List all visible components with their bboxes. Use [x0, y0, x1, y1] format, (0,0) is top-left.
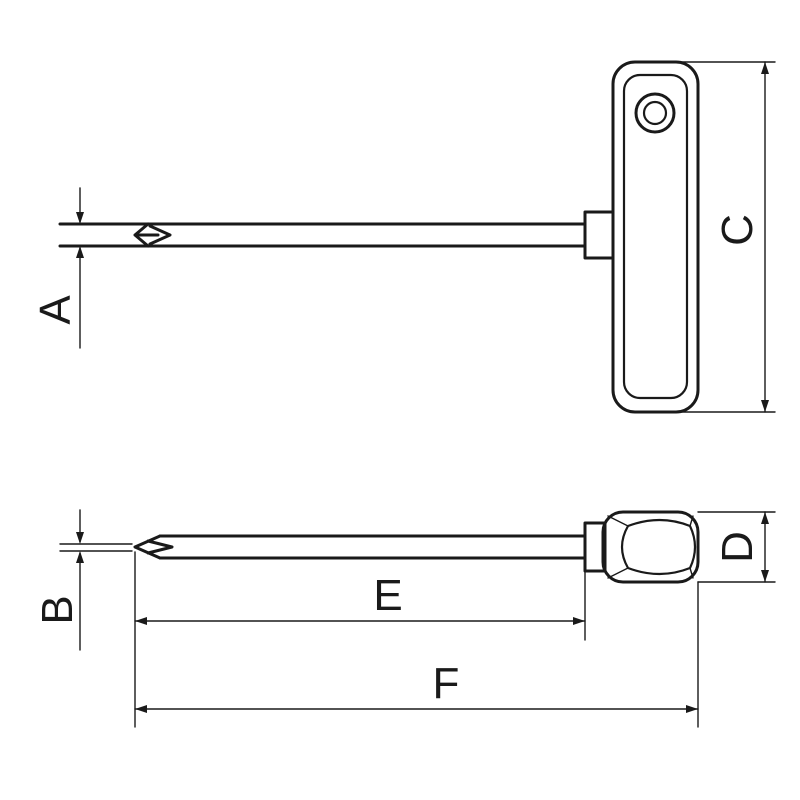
dim-a-arrow-upper: [76, 212, 84, 224]
top-view: A C: [31, 60, 776, 414]
side-handle-inner: [620, 518, 697, 576]
dim-b-arrow-lower: [76, 551, 84, 563]
dim-c-label: C: [713, 214, 762, 246]
dim-b-label: B: [33, 595, 82, 624]
top-tip: [133, 222, 172, 248]
dim-e-arrow-right: [573, 617, 585, 625]
dim-d-arrow-top: [761, 512, 769, 524]
side-view: B D E F: [33, 509, 776, 728]
dim-b-arrow-upper: [76, 532, 84, 544]
dim-c-arrow-bottom: [761, 400, 769, 412]
dim-f-arrow-left: [135, 705, 147, 713]
side-handle-corner-bl: [607, 567, 629, 579]
top-ferrule: [583, 210, 615, 260]
dim-e-label: E: [373, 571, 402, 620]
dim-e-arrow-left: [135, 617, 147, 625]
dim-c-arrow-top: [761, 62, 769, 74]
dim-f-arrow-right: [686, 705, 698, 713]
dim-a-label: A: [31, 295, 80, 325]
dim-d-label: D: [713, 531, 762, 563]
dim-d-arrow-bottom: [761, 570, 769, 582]
side-tip: [133, 534, 174, 560]
dim-f-label: F: [433, 659, 460, 708]
top-handle-hole-outer: [634, 92, 676, 134]
top-handle-hole-inner: [642, 100, 668, 126]
side-handle-corner-tr: [689, 515, 694, 527]
side-handle-corner-tl: [607, 515, 629, 527]
top-handle-outer: [611, 60, 700, 414]
dim-a-arrow-lower: [76, 246, 84, 258]
top-handle-inner: [622, 73, 689, 400]
side-ferrule: [583, 521, 607, 573]
side-handle-outer: [601, 510, 700, 584]
side-handle-corner-br: [689, 567, 694, 579]
